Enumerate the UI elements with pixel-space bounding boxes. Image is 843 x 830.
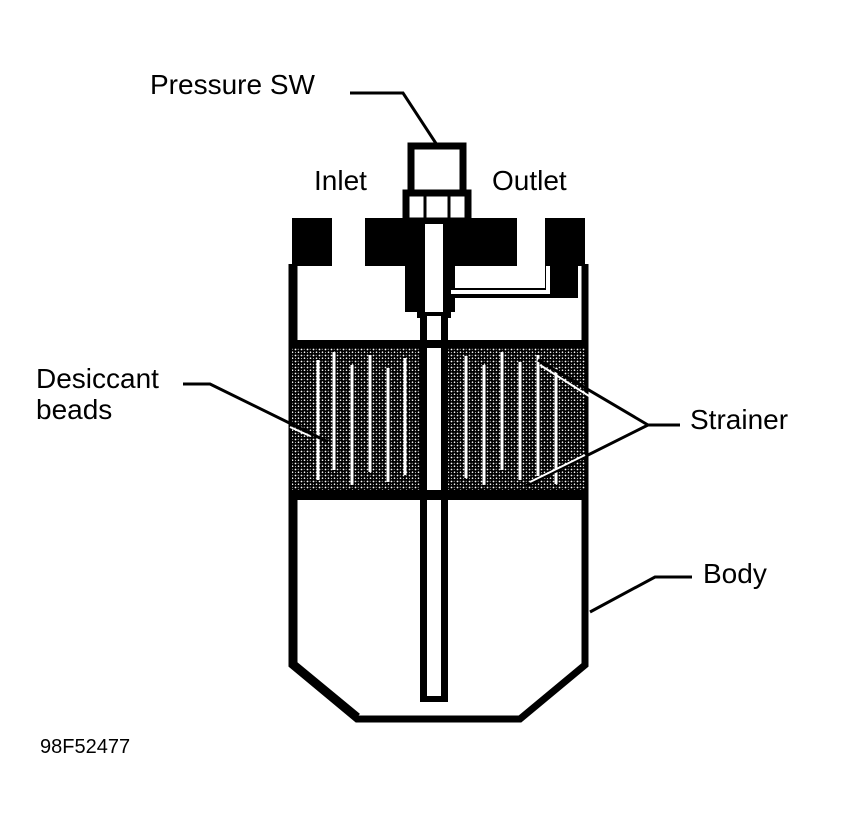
head-block-left	[292, 218, 332, 266]
figure-id: 98F52477	[40, 736, 131, 758]
label-pressure-switch: Pressure SW	[150, 69, 315, 100]
label-inlet: Inlet	[314, 165, 367, 196]
body-shell	[288, 264, 589, 723]
label-outlet: Outlet	[492, 165, 567, 196]
pressure-switch-hex-nut	[402, 189, 472, 225]
head-block-right	[545, 218, 585, 266]
strainer-leader	[525, 358, 680, 488]
label-desiccant-beads: Desiccant beads	[36, 363, 159, 426]
label-desiccant-line2: beads	[36, 393, 113, 425]
strainer-lines	[316, 352, 558, 485]
desiccant-bag-left	[292, 345, 420, 497]
desiccant-leader	[183, 382, 329, 444]
label-body: Body	[703, 558, 767, 589]
label-desiccant-line1: Desiccant	[36, 363, 159, 394]
outlet-passage	[446, 262, 578, 298]
pressure-switch-leader	[350, 91, 439, 146]
desiccant-bag-right	[448, 345, 585, 497]
pressure-switch-cap	[407, 142, 467, 198]
label-strainer: Strainer	[690, 404, 789, 435]
body-leader	[589, 575, 692, 614]
